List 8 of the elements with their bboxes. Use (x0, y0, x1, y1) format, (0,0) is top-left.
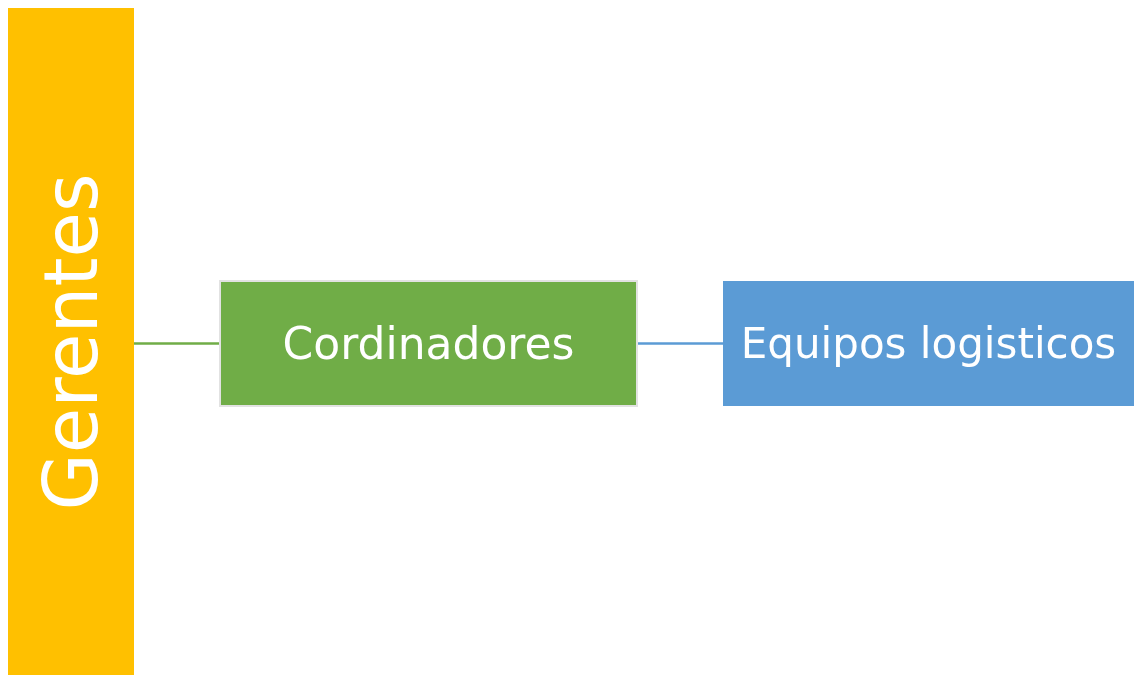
node-label: Cordinadores (282, 318, 575, 369)
process-box (723, 281, 1134, 406)
connector-line (134, 342, 219, 345)
process-box (219, 280, 638, 407)
vertical-bar (8, 8, 134, 675)
node-label: Gerentes (28, 172, 114, 511)
node-label: Equipos logisticos (740, 319, 1117, 368)
connector-line (638, 342, 723, 345)
